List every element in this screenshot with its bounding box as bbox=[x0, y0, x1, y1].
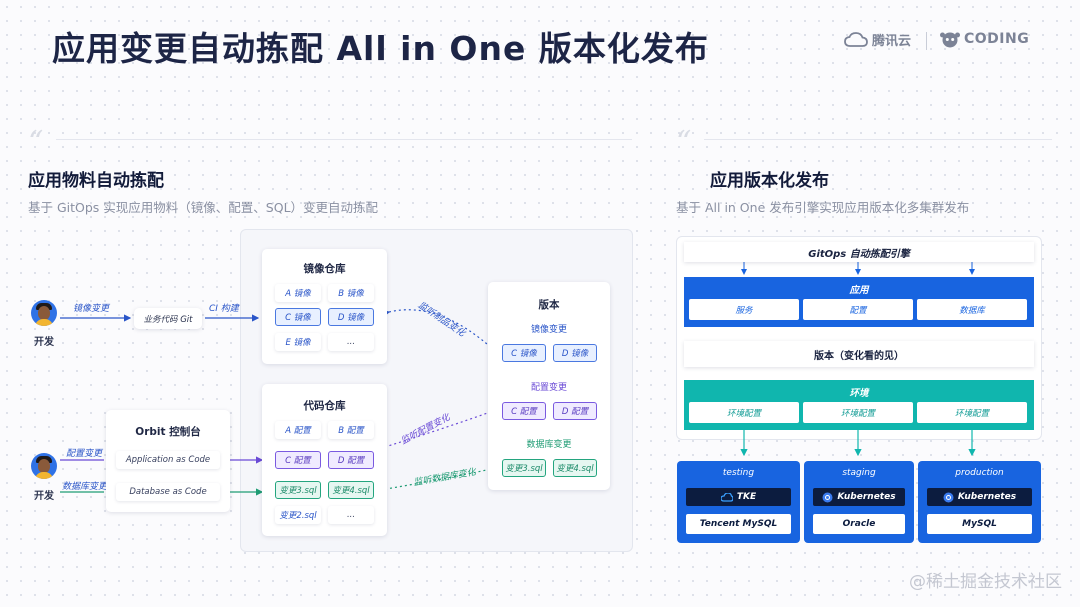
version-config-change-label: 配置变更 bbox=[530, 383, 567, 393]
version-box: 版本（变化看的见） bbox=[684, 341, 1034, 367]
left-section-subtitle: 基于 GitOps 实现应用物料（镜像、配置、SQL）变更自动拣配 bbox=[28, 200, 379, 215]
page-title: 应用变更自动拣配 All in One 版本化发布 bbox=[52, 29, 709, 68]
developer-label-top: 开发 bbox=[34, 337, 54, 348]
version-sql-chip-4[interactable]: 变更4.sql bbox=[553, 459, 597, 477]
image-repo-card: 镜像仓库 A 镜像 B 镜像 C 镜像 D 镜像 E 镜像 ... bbox=[262, 249, 387, 364]
version-title: 版本 bbox=[538, 299, 560, 311]
env-config-chip-1[interactable]: 环境配置 bbox=[689, 402, 799, 423]
image-chip-e[interactable]: E 镜像 bbox=[275, 333, 321, 351]
tke-cloud-icon bbox=[720, 492, 733, 502]
watermark: @稀土掘金技术社区 bbox=[909, 572, 1062, 592]
cluster-staging-platform: Kubernetes bbox=[813, 488, 905, 506]
cluster-staging-platform-label: Kubernetes bbox=[837, 492, 896, 502]
business-git-label: 业务代码 Git bbox=[143, 314, 193, 325]
left-section-title: 应用物料自动拣配 bbox=[28, 171, 164, 191]
coding-text: CODING bbox=[964, 31, 1030, 47]
config-change-label: 配置变更 bbox=[66, 449, 103, 459]
cluster-staging-db: Oracle bbox=[813, 514, 905, 534]
cluster-production-name: production bbox=[955, 468, 1004, 478]
cloud-icon bbox=[844, 31, 868, 47]
cluster-production-db: MySQL bbox=[927, 514, 1032, 534]
cluster-production-platform: Kubernetes bbox=[927, 488, 1032, 506]
env-config-chip-3[interactable]: 环境配置 bbox=[917, 402, 1027, 423]
image-chip-b[interactable]: B 镜像 bbox=[328, 284, 374, 302]
developer-label-bottom: 开发 bbox=[34, 491, 54, 502]
app-service-chip[interactable]: 服务 bbox=[689, 299, 799, 320]
cluster-production[interactable]: production Kubernetes MySQL bbox=[918, 461, 1041, 543]
db-change-label: 数据库变更 bbox=[62, 482, 108, 492]
app-as-code-chip[interactable]: Application as Code bbox=[116, 451, 220, 469]
logo-divider bbox=[926, 32, 927, 50]
kubernetes-icon bbox=[822, 492, 833, 502]
sql-chip-2[interactable]: 变更2.sql bbox=[275, 506, 321, 524]
image-repo-title: 镜像仓库 bbox=[303, 263, 346, 275]
config-chip-b[interactable]: B 配置 bbox=[328, 421, 374, 439]
orbit-console-title: Orbit 控制台 bbox=[135, 426, 201, 438]
sql-chip-3[interactable]: 变更3.sql bbox=[275, 481, 321, 499]
env-band-title: 环境 bbox=[849, 388, 869, 399]
app-database-chip[interactable]: 数据库 bbox=[917, 299, 1027, 320]
version-sql-chip-3[interactable]: 变更3.sql bbox=[502, 459, 546, 477]
right-section-title: 应用版本化发布 bbox=[710, 171, 829, 191]
cluster-production-platform-label: Kubernetes bbox=[957, 492, 1017, 502]
tencent-cloud-text: 腾讯云 bbox=[872, 34, 912, 49]
developer-avatar-bottom bbox=[31, 453, 57, 479]
cluster-staging[interactable]: staging Kubernetes Oracle bbox=[804, 461, 914, 543]
version-config-chip-c[interactable]: C 配置 bbox=[502, 402, 546, 420]
image-chip-c[interactable]: C 镜像 bbox=[275, 308, 321, 326]
quote-mark-left: “ bbox=[28, 125, 44, 160]
cluster-testing-platform-label: TKE bbox=[736, 492, 757, 502]
cluster-testing-db: Tencent MySQL bbox=[686, 514, 791, 534]
gitops-engine-box: GitOps 自动拣配引擎 bbox=[684, 242, 1034, 262]
env-config-chip-2[interactable]: 环境配置 bbox=[803, 402, 913, 423]
business-git-card: 业务代码 Git bbox=[134, 308, 202, 329]
cluster-testing[interactable]: testing TKE Tencent MySQL bbox=[677, 461, 800, 543]
image-chip-d[interactable]: D 镜像 bbox=[328, 308, 374, 326]
config-chip-a[interactable]: A 配置 bbox=[275, 421, 321, 439]
code-repo-title: 代码仓库 bbox=[303, 400, 346, 412]
code-repo-card: 代码仓库 A 配置 B 配置 C 配置 D 配置 变更3.sql 变更4.sql… bbox=[262, 384, 387, 536]
kubernetes-icon bbox=[943, 492, 954, 502]
tencent-cloud-logo: 腾讯云 bbox=[844, 30, 911, 49]
sql-chip-more[interactable]: ... bbox=[328, 506, 374, 524]
db-as-code-chip[interactable]: Database as Code bbox=[116, 483, 220, 501]
version-db-change-label: 数据库变更 bbox=[526, 440, 572, 450]
config-chip-d[interactable]: D 配置 bbox=[328, 451, 374, 469]
image-chip-a[interactable]: A 镜像 bbox=[275, 284, 321, 302]
coding-mascot-icon bbox=[940, 32, 960, 48]
image-change-label: 镜像变更 bbox=[73, 304, 110, 314]
app-band-title: 应用 bbox=[849, 285, 869, 296]
version-image-chip-c[interactable]: C 镜像 bbox=[502, 344, 546, 362]
divider-left bbox=[56, 139, 632, 140]
ci-build-label: CI 构建 bbox=[209, 304, 239, 314]
cluster-testing-platform: TKE bbox=[686, 488, 791, 506]
version-image-chip-d[interactable]: D 镜像 bbox=[553, 344, 597, 362]
orbit-console-card: Orbit 控制台 Application as Code Database a… bbox=[106, 410, 230, 512]
version-config-chip-d[interactable]: D 配置 bbox=[553, 402, 597, 420]
image-chip-more[interactable]: ... bbox=[328, 333, 374, 351]
quote-mark-right: “ bbox=[676, 125, 692, 160]
version-image-change-label: 镜像变更 bbox=[530, 325, 567, 335]
version-card: 版本 镜像变更 C 镜像 D 镜像 配置变更 C 配置 D 配置 数据库变更 变… bbox=[488, 282, 610, 490]
sql-chip-4[interactable]: 变更4.sql bbox=[328, 481, 374, 499]
cluster-staging-name: staging bbox=[842, 468, 876, 478]
app-config-chip[interactable]: 配置 bbox=[803, 299, 913, 320]
cluster-testing-name: testing bbox=[722, 468, 755, 478]
right-section-subtitle: 基于 All in One 发布引擎实现应用版本化多集群发布 bbox=[676, 200, 970, 215]
divider-right bbox=[704, 139, 1052, 140]
coding-logo: CODING bbox=[940, 30, 1029, 48]
config-chip-c[interactable]: C 配置 bbox=[275, 451, 321, 469]
developer-avatar-top bbox=[31, 300, 57, 326]
